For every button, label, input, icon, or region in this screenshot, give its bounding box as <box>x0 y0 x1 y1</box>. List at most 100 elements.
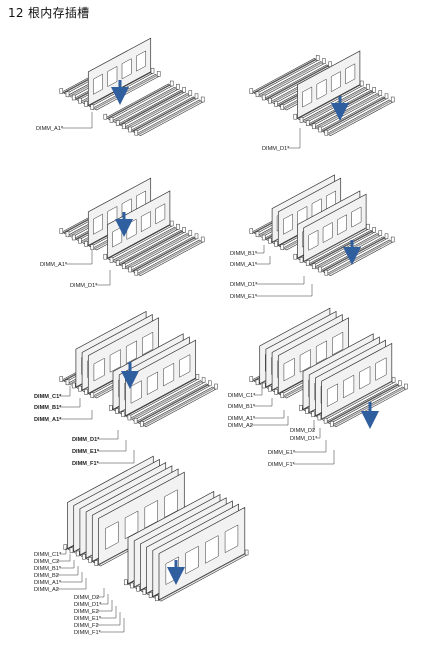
slot-latch <box>155 595 159 602</box>
slot-latch <box>188 230 193 236</box>
dimm-slot-label: DIMM_A2 <box>34 587 59 593</box>
slot-latch <box>121 411 125 418</box>
slot-latch <box>366 223 370 230</box>
dimm-slot-label: DIMM_B1* <box>34 566 62 572</box>
label-leader <box>293 450 335 465</box>
slot-latch <box>390 236 395 243</box>
slot-latch <box>65 91 70 98</box>
slot-latch <box>249 88 254 94</box>
label-leader <box>96 600 113 612</box>
dimm-slot-label: DIMM_E1* <box>74 616 102 622</box>
slot-latch <box>75 550 80 557</box>
label-leader <box>312 420 315 431</box>
slot-latch <box>103 253 108 260</box>
slot-latch <box>115 120 120 126</box>
dimm-slot-label: DIMM_B1* <box>230 251 258 257</box>
dimm-slot-label: DIMM_A1* <box>40 262 68 268</box>
label-leader <box>255 284 313 297</box>
dimm-slot-label: DIMM_F1* <box>268 462 296 468</box>
slot-latch <box>318 266 322 273</box>
diagram-d6: DIMM_C1*DIMM_B1*DIMM_A1*DIMM_A2DIMM_D2DI… <box>228 307 408 468</box>
slot-latch <box>134 269 139 276</box>
module-chip <box>185 545 199 575</box>
slot-latch <box>195 374 200 380</box>
module-chip <box>144 499 158 529</box>
memory-module <box>303 193 367 262</box>
slot-latch <box>94 560 99 566</box>
memory-module <box>87 177 152 246</box>
module-chip <box>164 489 178 518</box>
slot-latch <box>142 589 147 595</box>
dimm-slot-label: DIMM_A1* <box>228 416 256 422</box>
slot-groove <box>131 381 203 420</box>
dimm-slot-label: DIMM_D2 <box>290 428 315 434</box>
memory-module <box>107 190 171 259</box>
label-leader <box>255 245 265 254</box>
memory-module <box>87 37 152 106</box>
module-chip <box>136 50 146 72</box>
slot-groove <box>321 97 386 132</box>
slot-latch <box>59 228 64 234</box>
slot-latch <box>323 417 328 424</box>
slot-latch <box>261 234 266 241</box>
dimm-slot-label: DIMM_A2 <box>228 423 253 429</box>
label-leader <box>250 416 289 426</box>
slot-latch <box>122 123 126 130</box>
slot-latch <box>148 592 153 598</box>
slot-latch <box>65 379 70 386</box>
module-board <box>303 193 367 262</box>
module-chip <box>345 63 356 85</box>
slot-latch <box>280 104 285 110</box>
slot-latch <box>268 97 272 104</box>
module-chip <box>302 86 313 108</box>
slot-latch <box>315 55 320 61</box>
slot-latch <box>169 220 174 227</box>
slot-latch <box>255 91 260 98</box>
slot-latch <box>305 120 310 126</box>
slot-groove <box>125 234 190 269</box>
slot-latch <box>84 241 88 247</box>
slot-latch <box>109 257 114 263</box>
dimm-slot-label: DIMM_F1* <box>72 461 100 467</box>
slot-groove <box>265 65 330 100</box>
slot-latch <box>201 377 206 383</box>
module-chip <box>179 354 191 378</box>
slot-latch <box>318 126 322 133</box>
module-chip <box>105 521 119 550</box>
module-chip <box>332 331 344 356</box>
slot-groove <box>119 90 184 126</box>
slot-latch <box>128 266 132 273</box>
dimm-slot-label: DIMM_B1* <box>34 405 62 411</box>
label-leader <box>59 386 71 397</box>
module-chip <box>315 340 327 364</box>
slot-latch <box>398 380 402 387</box>
label-leader <box>96 612 121 626</box>
module-chip <box>330 71 341 93</box>
dimm-slot-label: DIMM_D1* <box>72 437 100 443</box>
module-chip <box>93 357 105 382</box>
slot-groove <box>113 227 177 263</box>
slot-latch <box>88 557 92 563</box>
module-chip <box>351 206 362 228</box>
module-chip <box>155 203 166 225</box>
module-board <box>125 339 196 417</box>
label-leader <box>315 428 321 439</box>
page-title: 12 根内存插槽 <box>8 6 90 20</box>
label-leader <box>59 572 83 583</box>
slot-latch <box>328 61 332 68</box>
module-chip <box>224 524 239 554</box>
module-chip <box>283 357 295 382</box>
slot-latch <box>280 392 285 398</box>
memory-module <box>321 342 393 420</box>
slot-latch <box>71 234 76 241</box>
slot-latch <box>299 117 304 123</box>
slot-latch <box>71 382 76 389</box>
slot-latch <box>134 129 139 136</box>
slot-groove <box>328 100 392 135</box>
dimm-slot-label: DIMM_A1* <box>36 126 64 132</box>
memory-module <box>297 50 361 119</box>
module-chip <box>375 357 387 381</box>
module-board <box>321 342 393 420</box>
slot-latch <box>311 411 315 418</box>
module-chip <box>299 349 311 373</box>
